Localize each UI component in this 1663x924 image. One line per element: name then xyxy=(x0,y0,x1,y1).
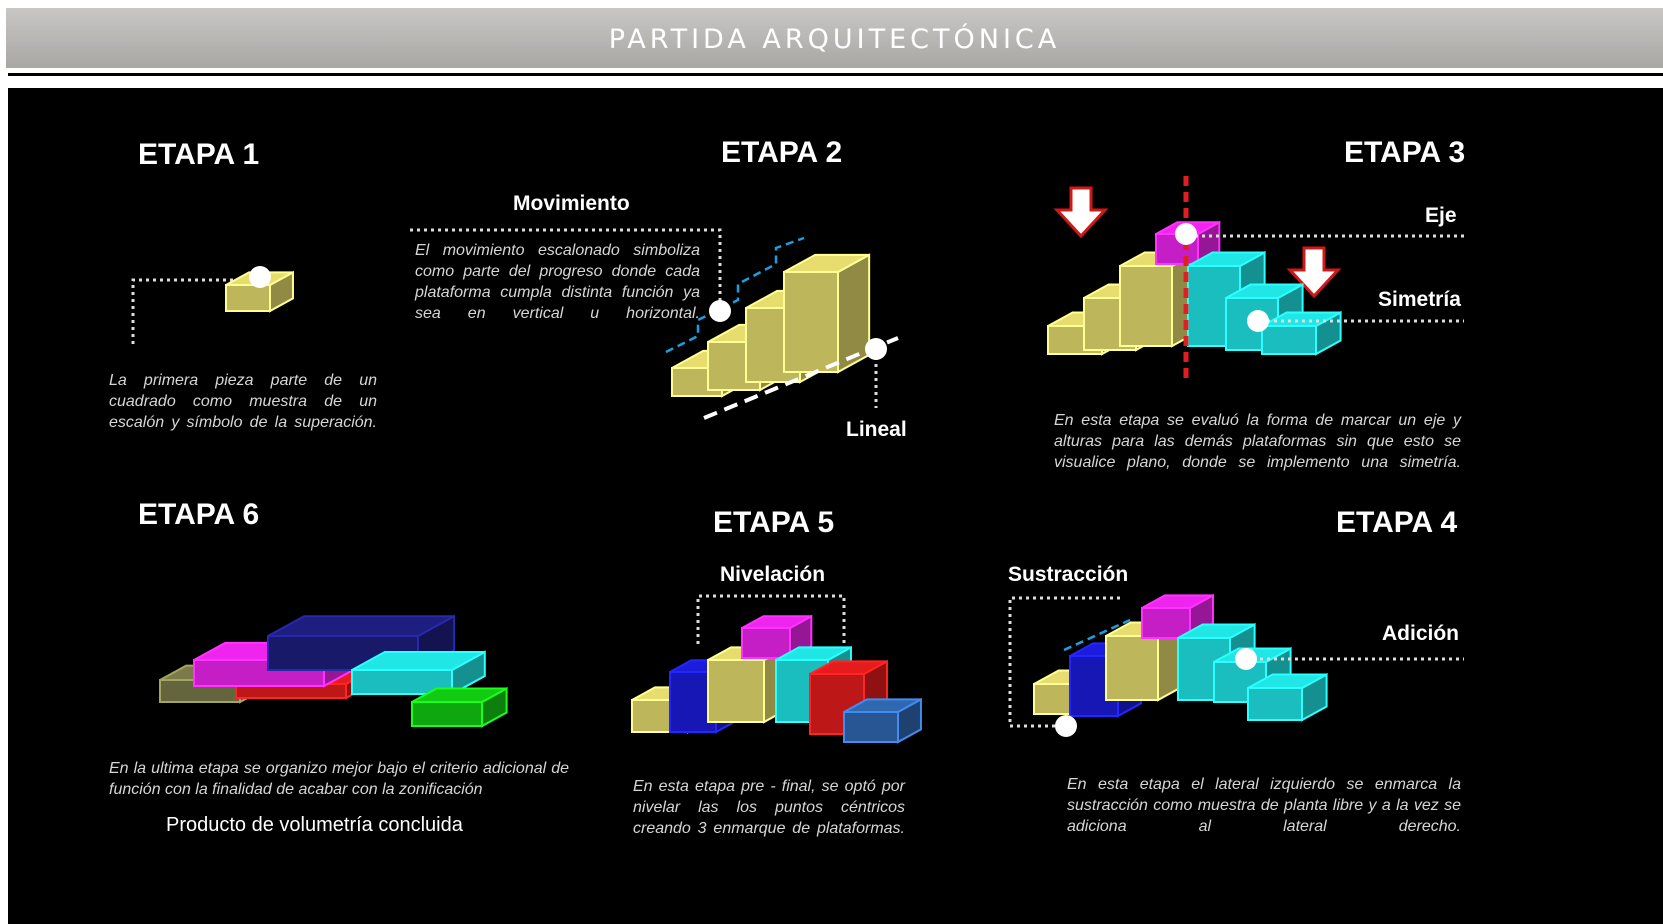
label-simetria: Simetría xyxy=(1378,288,1461,311)
marker-dot xyxy=(709,300,731,322)
dotted-leader-line xyxy=(131,278,253,344)
label-adicion: Adición xyxy=(1382,622,1459,645)
stage-2-graphic xyxy=(410,228,899,420)
marker-dot xyxy=(1175,223,1197,245)
stage-4-title: ETAPA 4 xyxy=(1336,506,1458,539)
stage-4-description: En esta etapa el lateral izquierdo se en… xyxy=(1067,776,1461,835)
stage-1-title: ETAPA 1 xyxy=(138,138,260,171)
linear-axis xyxy=(703,336,899,420)
stage-1-graphic xyxy=(131,266,294,344)
stage-3-title: ETAPA 3 xyxy=(1344,136,1466,169)
marker-dot xyxy=(1247,310,1269,332)
stage-2-description: El movimiento escalonado simboliza como … xyxy=(415,242,700,322)
header-bar: PARTIDA ARQUITECTÓNICA xyxy=(6,8,1663,68)
mirror-step-1 xyxy=(1261,310,1342,356)
dotted-leader-line xyxy=(410,228,722,314)
step-4 xyxy=(783,253,871,374)
page-title: PARTIDA ARQUITECTÓNICA xyxy=(608,24,1061,55)
stage-5-title: ETAPA 5 xyxy=(713,506,835,539)
marker-dot xyxy=(1235,648,1257,670)
stage-5-description: En esta etapa pre - final, se optó por n… xyxy=(633,778,905,837)
dotted-leader-line xyxy=(696,594,846,644)
stage-3-graphic xyxy=(1047,176,1464,380)
step-3 xyxy=(1119,250,1198,348)
stage-1-description: La primera pieza parte de un cuadrado co… xyxy=(109,372,377,431)
marker-dot xyxy=(249,266,271,288)
stage-4-graphic xyxy=(1008,593,1464,737)
stage-6-title: ETAPA 6 xyxy=(138,498,260,531)
stage-3-description: En esta etapa se evaluó la forma de marc… xyxy=(1054,412,1461,471)
stage-6-description: En la ultima etapa se organizo mejor baj… xyxy=(109,760,569,798)
cyan-step-1 xyxy=(1247,672,1328,722)
label-eje: Eje xyxy=(1425,204,1457,227)
divider xyxy=(8,73,1663,76)
end-block xyxy=(843,697,922,744)
label-movimiento: Movimiento xyxy=(513,192,630,215)
cyan-platform xyxy=(351,650,486,696)
label-sustraccion: Sustracción xyxy=(1008,563,1129,586)
arrow-down-icon xyxy=(1053,186,1109,239)
marker-dot xyxy=(865,338,887,360)
stage-6-graphic xyxy=(159,614,508,728)
stage-6-caption: Producto de volumetría concluida xyxy=(166,814,463,836)
marker-dot xyxy=(1055,715,1077,737)
step-outline xyxy=(665,236,805,354)
stage-5-graphic xyxy=(631,594,922,744)
diagram-panel: ETAPA 1 La primera pieza parte de un cua… xyxy=(8,88,1663,924)
label-nivelacion: Nivelación xyxy=(720,563,826,586)
green-platform xyxy=(411,686,508,728)
stage-2-title: ETAPA 2 xyxy=(721,136,843,169)
arrow-down-icon xyxy=(1286,246,1342,299)
label-lineal: Lineal xyxy=(846,418,907,441)
volumetry-diagram xyxy=(131,176,1464,744)
